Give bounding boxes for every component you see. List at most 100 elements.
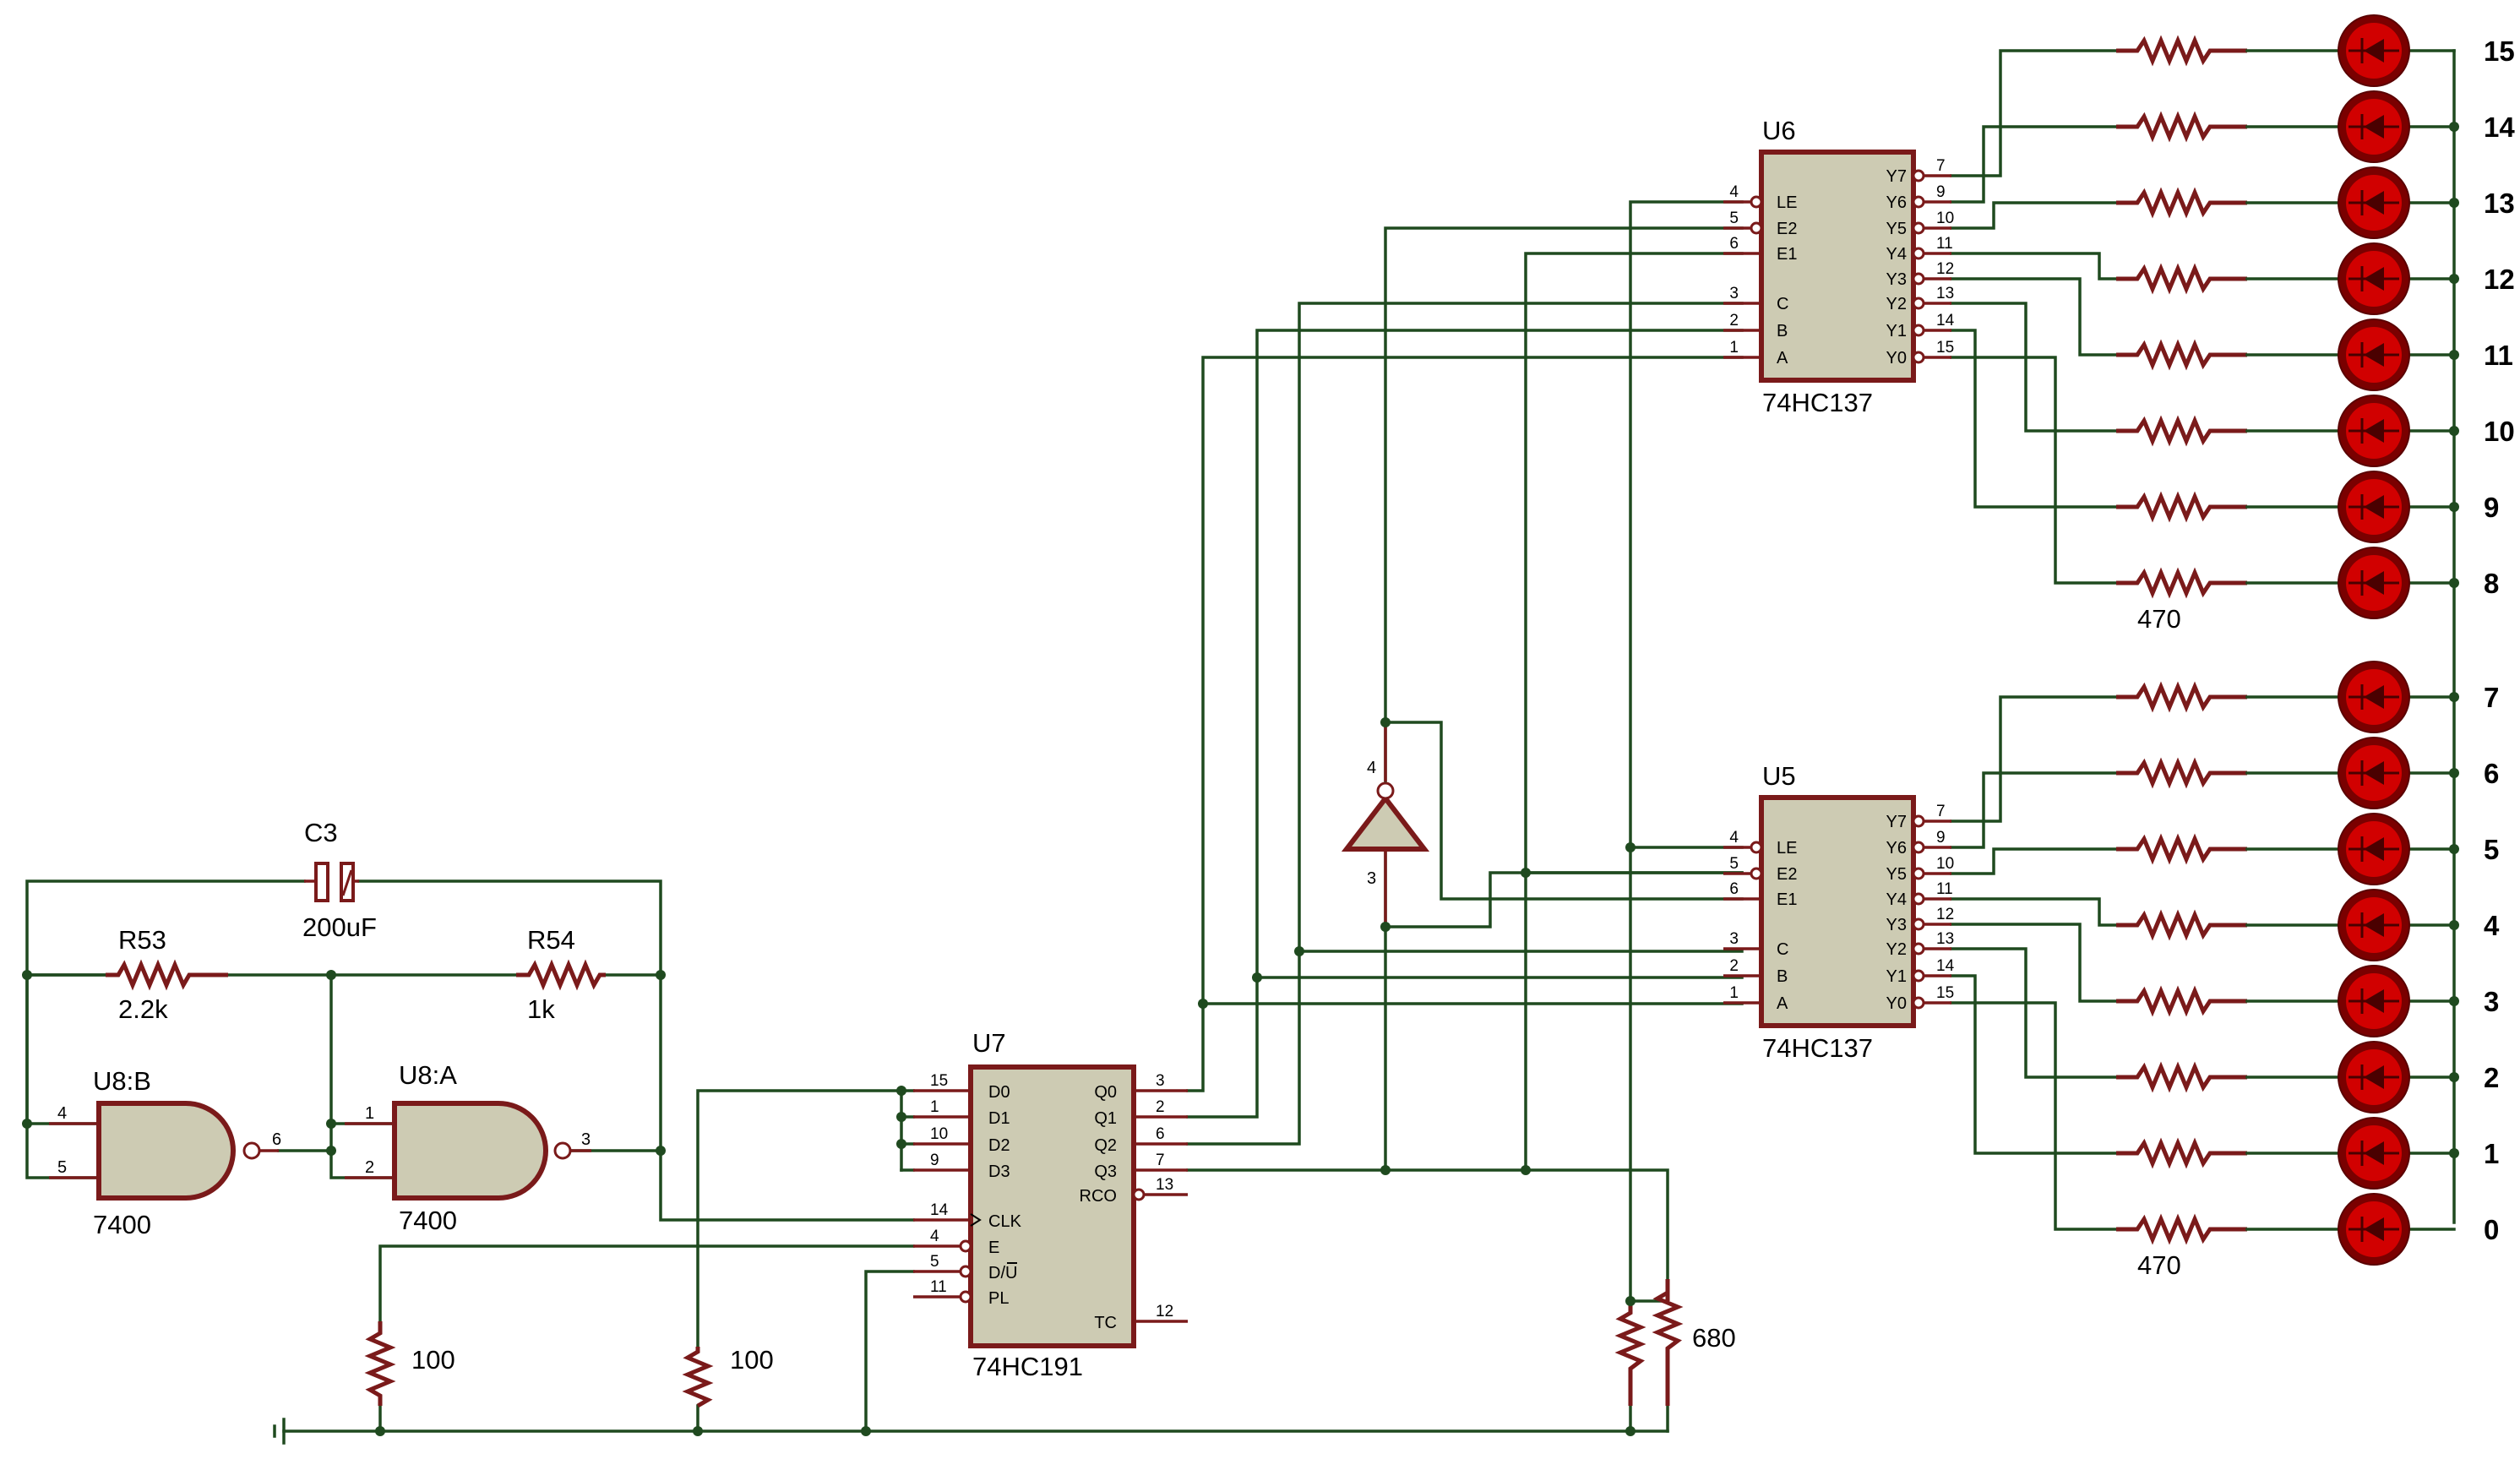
inversion-bubble [1912, 247, 1925, 260]
led-indicator[interactable] [2338, 242, 2410, 315]
u8b-ref: U8:B [93, 1066, 151, 1096]
counter-u7[interactable]: U7 74HC191 15D01D110D29D314CLK4E5D/U11PL… [913, 1028, 1188, 1381]
led-resistor[interactable] [2116, 985, 2247, 1017]
counter-pin-label: RCO [1080, 1187, 1117, 1206]
counter-pin-label: D3 [988, 1162, 1010, 1181]
led-indicator[interactable] [2338, 965, 2410, 1037]
r53-ref: R53 [118, 925, 166, 955]
u8b-pin-out: 6 [272, 1130, 281, 1149]
led-output-label: 12 [2484, 264, 2515, 295]
decoder-pin-number: 10 [1936, 855, 1954, 873]
led-resistor[interactable] [2116, 111, 2247, 143]
inversion-bubble [1912, 297, 1925, 310]
resistor-100-left-value: 100 [411, 1345, 455, 1375]
bottom-resistors: 100 100 680 [364, 1279, 1736, 1408]
nand-gate-u8b[interactable]: 4 5 6 U8:B 7400 [49, 1066, 281, 1239]
led-resistor[interactable] [2116, 1137, 2247, 1169]
decoder-pin-number: 4 [1729, 829, 1739, 847]
led-indicator[interactable] [2338, 547, 2410, 619]
inversion-bubble [1912, 351, 1925, 364]
rail-junction [2449, 844, 2459, 854]
decoder-u5[interactable]: U5 74HC137 4LE5E26E13C2B1A7Y79Y610Y511Y4… [1723, 761, 1955, 1063]
led-indicator[interactable] [2338, 14, 2410, 87]
decoder-output-wire [1950, 847, 2118, 875]
led-output-label: 8 [2484, 568, 2499, 599]
led-indicator[interactable] [2338, 889, 2410, 961]
led-indicator[interactable] [2338, 1193, 2410, 1266]
counter-pin-number: 3 [1156, 1072, 1165, 1090]
led-resistor[interactable] [2116, 567, 2247, 599]
led-indicator[interactable] [2338, 166, 2410, 239]
led-indicator[interactable] [2338, 737, 2410, 809]
rail-junction [2449, 122, 2459, 132]
rail-junction [2449, 274, 2459, 284]
inverter-pin-out: 3 [1367, 869, 1376, 888]
counter-pin-number: 7 [1156, 1152, 1165, 1169]
resistor-680-value: 680 [1692, 1323, 1736, 1353]
led-resistor[interactable] [2116, 187, 2247, 219]
decoder-u6[interactable]: U6 74HC137 4LE5E26E13C2B1A7Y79Y610Y511Y4… [1723, 116, 1955, 417]
counter-pin-label: D1 [988, 1109, 1010, 1128]
led-indicator[interactable] [2338, 471, 2410, 543]
nand-gate-u8a[interactable]: 1 2 3 U8:A 7400 [345, 1060, 591, 1235]
resistor-r54[interactable]: R54 1k [516, 925, 606, 1024]
led-indicator[interactable] [2338, 1041, 2410, 1113]
led-indicator[interactable] [2338, 1117, 2410, 1190]
decoder-pin-number: 1 [1729, 339, 1739, 357]
counter-pin-number: 6 [1156, 1125, 1165, 1143]
decoder-output-wire [1950, 49, 2118, 177]
resistor-100-mid[interactable]: 100 [682, 1345, 774, 1408]
resistor-r53[interactable]: R53 2.2k [106, 925, 228, 1024]
led-row: 1 [2116, 1117, 2499, 1190]
decoder-pin-label: Y4 [1886, 890, 1907, 909]
inverter[interactable]: 4 3 [1341, 722, 1430, 927]
inversion-bubble [959, 1265, 972, 1278]
inversion-bubble [1912, 324, 1925, 337]
inversion-bubble [1750, 867, 1763, 880]
decoder-output-wire [1950, 125, 2118, 204]
decoder-pin-label: Y4 [1886, 245, 1907, 264]
decoder-pin-label: Y1 [1886, 967, 1907, 986]
led-indicator[interactable] [2338, 813, 2410, 885]
resistor-100-left[interactable]: 100 [364, 1321, 455, 1406]
led-resistor[interactable] [2116, 35, 2247, 67]
decoder-pin-label: Y2 [1886, 940, 1907, 959]
led-resistor[interactable] [2116, 263, 2247, 295]
led-row: 13 [2116, 166, 2515, 239]
decoder-pin-label: Y6 [1886, 839, 1907, 858]
led-row: 0 [2116, 1193, 2499, 1266]
led-resistor[interactable] [2116, 681, 2247, 713]
led-indicator[interactable] [2338, 90, 2410, 163]
wires [25, 49, 2456, 1445]
counter-pin-label: Q0 [1094, 1083, 1117, 1102]
decoder-pin-number: 11 [1936, 235, 1953, 253]
decoder-pin-number: 6 [1729, 880, 1739, 898]
decoder-pin-label: Y3 [1886, 916, 1907, 934]
capacitor-c3[interactable]: C3 200uF [302, 818, 377, 942]
led-resistor[interactable] [2116, 1213, 2247, 1245]
oscillator: C3 200uF R53 2.2k R54 1k 4 5 6 U8:B 7400 [49, 818, 606, 1239]
resistor-680-pair[interactable]: 680 [1614, 1279, 1736, 1406]
led-resistor[interactable] [2116, 339, 2247, 371]
r54-value: 1k [527, 994, 555, 1024]
led-resistor[interactable] [2116, 833, 2247, 865]
led-resistor[interactable] [2116, 491, 2247, 523]
led-indicator[interactable] [2338, 395, 2410, 467]
led-indicator[interactable] [2338, 661, 2410, 733]
led-row: 10 [2116, 395, 2515, 467]
led-resistor[interactable] [2116, 909, 2247, 941]
rail-junction [2449, 578, 2459, 588]
counter-pin-label: TC [1094, 1314, 1117, 1332]
led-resistor[interactable] [2116, 757, 2247, 789]
decoder-pin-number: 9 [1936, 829, 1946, 847]
decoder-pin-label: C [1777, 295, 1788, 313]
rail-junction [2449, 350, 2459, 360]
led-resistor[interactable] [2116, 1061, 2247, 1093]
u8b-part: 7400 [93, 1210, 151, 1239]
led-indicator[interactable] [2338, 319, 2410, 391]
led-output-label: 0 [2484, 1214, 2499, 1245]
led-resistor[interactable] [2116, 415, 2247, 447]
decoder-pin-number: 15 [1936, 339, 1954, 357]
decoder-pin-label: Y1 [1886, 322, 1907, 340]
